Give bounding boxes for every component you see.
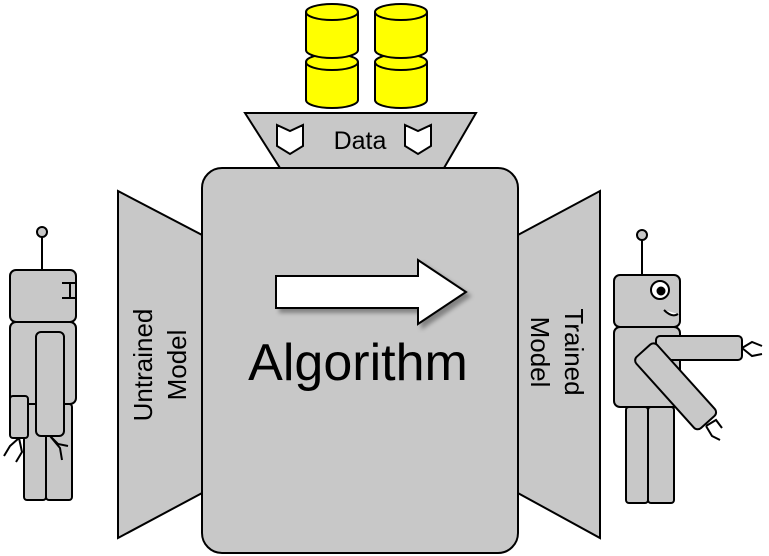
left-funnel: Untrained Model bbox=[117, 189, 205, 540]
algorithm-box: Algorithm bbox=[201, 167, 519, 554]
right-funnel: Trained Model bbox=[515, 189, 601, 540]
data-hopper: Data bbox=[243, 112, 478, 169]
chevron-down-icon bbox=[404, 123, 432, 156]
database-icon bbox=[305, 3, 359, 109]
chevron-down-icon bbox=[276, 123, 304, 156]
arrow-right-icon bbox=[275, 258, 468, 326]
left-funnel-label-line2: Model bbox=[162, 330, 192, 401]
left-funnel-label-line1: Untrained bbox=[128, 309, 158, 422]
robot-icon bbox=[613, 229, 763, 504]
robot-icon bbox=[3, 226, 77, 501]
right-funnel-label-line1: Trained bbox=[559, 308, 589, 395]
algorithm-label: Algorithm bbox=[248, 334, 468, 392]
database-icon bbox=[374, 3, 428, 109]
right-funnel-label-line2: Model bbox=[525, 317, 555, 388]
data-label: Data bbox=[334, 127, 387, 155]
